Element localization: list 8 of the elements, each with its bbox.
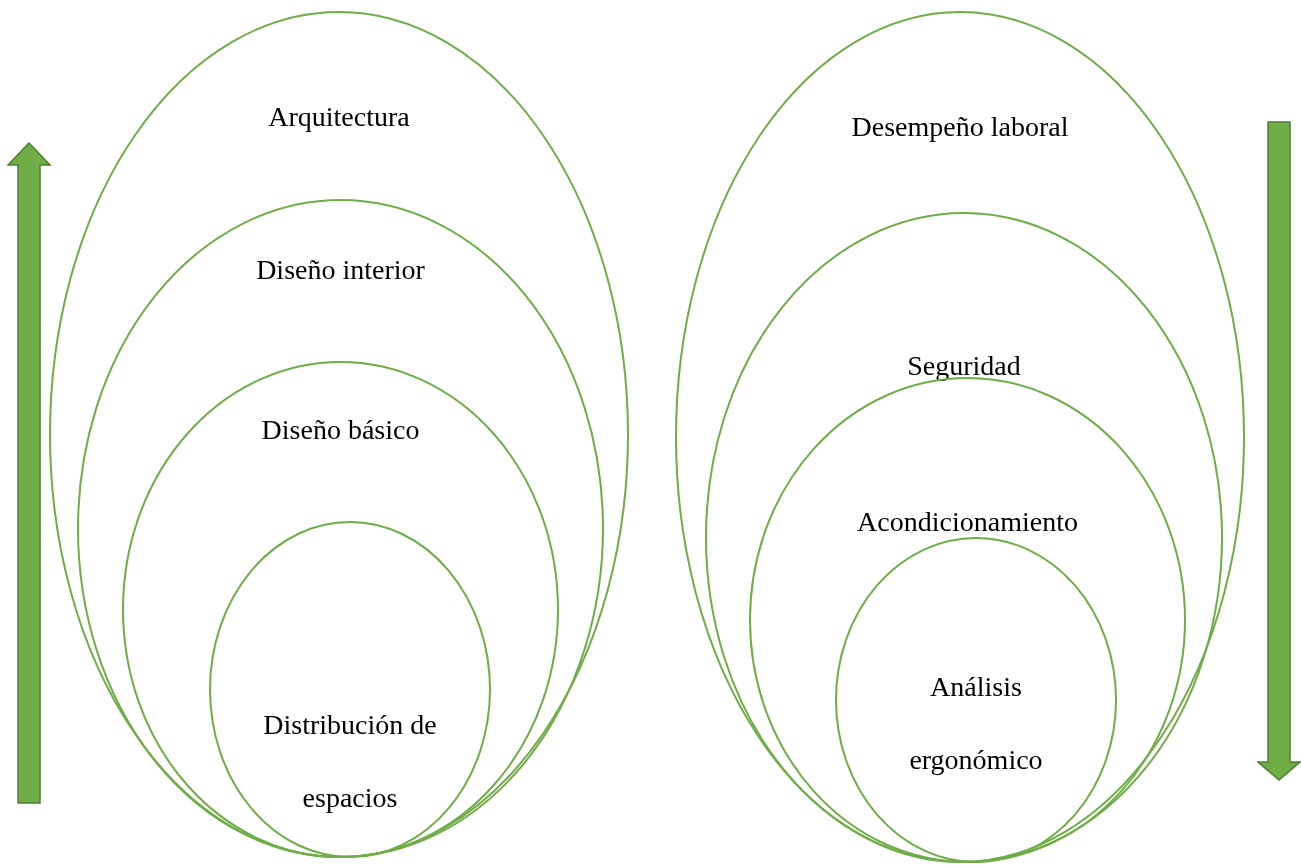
- ellipse-label: Desempeño laboral: [850, 110, 1070, 144]
- ellipse-label: Seguridad: [906, 349, 1022, 383]
- ellipse-label: Diseño interior: [255, 253, 426, 287]
- ellipse-label: Análisis ergonómico: [908, 670, 1044, 777]
- ellipse-label: Arquitectura: [267, 100, 411, 134]
- ellipse-label: Acondicionamiento: [856, 505, 1079, 539]
- ellipse-label: Distribución de espacios: [262, 708, 438, 815]
- ellipse-label: Diseño básico: [260, 413, 421, 447]
